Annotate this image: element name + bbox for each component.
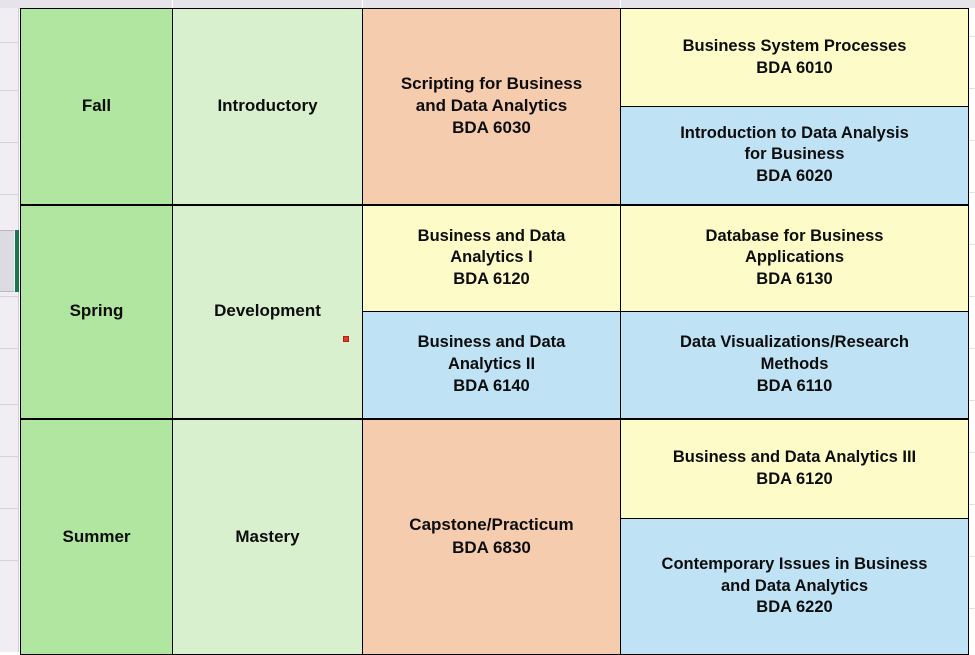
cell-course-fall-1[interactable]: Business System Processes BDA 6010 <box>620 8 969 107</box>
course-title-line: for Business <box>744 145 845 164</box>
table-row: Fall Introductory Scripting for Business… <box>20 8 969 205</box>
course-title-line: Business and Data Analytics III <box>672 447 917 466</box>
course-code: BDA 6020 <box>756 167 833 186</box>
right-gutter <box>968 8 975 652</box>
row-gridline <box>968 504 975 505</box>
row-selection-highlight[interactable] <box>0 230 14 292</box>
row-gridline <box>968 348 975 349</box>
row-gridline <box>0 142 19 143</box>
course-title-line: Analytics II <box>447 354 536 373</box>
course-code: BDA 6120 <box>756 469 833 488</box>
row-gridline <box>968 244 975 245</box>
table-row: Spring Development Business and Data Ana… <box>20 203 969 419</box>
table-row: Introduction to Data Analysis for Busine… <box>21 106 969 205</box>
course-plan-table: Fall Introductory Scripting for Business… <box>20 8 969 655</box>
row-gridline <box>968 192 975 193</box>
row-gridline <box>968 140 975 141</box>
table-row: Contemporary Issues in Business and Data… <box>21 518 969 655</box>
cell-season-spring[interactable]: Spring <box>20 203 173 419</box>
course-code: BDA 6830 <box>452 537 531 557</box>
cell-course-summer-2[interactable]: Contemporary Issues in Business and Data… <box>620 518 969 655</box>
course-title-line: and Data Analytics <box>415 96 568 116</box>
comment-marker-icon[interactable] <box>343 336 349 342</box>
column-divider-c[interactable] <box>620 0 621 8</box>
row-gridline <box>0 456 19 457</box>
row-gridline <box>968 400 975 401</box>
course-title-line: Contemporary Issues in Business <box>661 554 928 573</box>
cell-season-fall[interactable]: Fall <box>20 8 173 205</box>
row-gridline <box>968 36 975 37</box>
row-selection-marker[interactable] <box>15 230 19 292</box>
row-gridline <box>968 88 975 89</box>
cell-core-course-summer[interactable]: Capstone/Practicum BDA 6830 <box>362 417 621 655</box>
row-gridline <box>968 608 975 609</box>
season-label: Summer <box>62 526 131 546</box>
cell-core-course-fall[interactable]: Scripting for Business and Data Analytic… <box>362 8 621 205</box>
course-title-line: Business System Processes <box>682 36 907 55</box>
course-code: BDA 6110 <box>756 376 833 395</box>
row-gridline <box>0 296 19 297</box>
stage-label: Mastery <box>235 526 300 546</box>
course-title-line: and Data Analytics <box>720 576 869 595</box>
row-gridline <box>968 452 975 453</box>
cell-stage-summer[interactable]: Mastery <box>172 417 363 655</box>
course-title-line: Scripting for Business <box>400 73 583 93</box>
course-title-line: Data Visualizations/Research <box>680 333 909 352</box>
cell-season-summer[interactable]: Summer <box>20 417 173 655</box>
course-code: BDA 6220 <box>756 598 833 617</box>
row-gridline <box>0 560 19 561</box>
table-row: Summer Mastery Capstone/Practicum BDA 68… <box>20 417 969 655</box>
course-code: BDA 6130 <box>756 270 833 289</box>
course-code: BDA 6140 <box>453 376 530 395</box>
stage-label: Development <box>214 301 321 321</box>
course-code: BDA 6120 <box>453 270 530 289</box>
course-title-line: Methods <box>760 354 829 373</box>
cell-course-summer-1[interactable]: Business and Data Analytics III BDA 6120 <box>620 417 969 519</box>
row-gridline <box>968 296 975 297</box>
row-gridline <box>0 42 19 43</box>
column-divider-b[interactable] <box>362 0 363 8</box>
course-title-line: Analytics I <box>450 248 533 267</box>
season-label: Spring <box>69 301 124 321</box>
course-title-line: Introduction to Data Analysis <box>680 123 909 142</box>
row-header-gutter[interactable] <box>0 8 19 652</box>
row-gridline <box>0 508 19 509</box>
row-gridline <box>0 90 19 91</box>
course-title-line: Business and Data <box>417 226 566 245</box>
course-title-line: Business and Data <box>417 333 566 352</box>
cell-course-spring-left-1[interactable]: Business and Data Analytics I BDA 6120 <box>362 203 621 312</box>
cell-course-spring-right-2[interactable]: Data Visualizations/Research Methods BDA… <box>620 311 969 419</box>
row-gridline <box>0 404 19 405</box>
course-title-line: Database for Business <box>705 226 884 245</box>
course-code: BDA 6010 <box>756 58 833 77</box>
course-title-line: Capstone/Practicum <box>409 515 574 535</box>
course-code: BDA 6030 <box>452 118 531 138</box>
cell-course-spring-left-2[interactable]: Business and Data Analytics II BDA 6140 <box>362 311 621 419</box>
cell-stage-fall[interactable]: Introductory <box>172 8 363 205</box>
season-label: Fall <box>81 96 112 116</box>
cell-course-spring-right-1[interactable]: Database for Business Applications BDA 6… <box>620 203 969 312</box>
table-row: Business and Data Analytics II BDA 6140 … <box>21 311 969 419</box>
row-gridline <box>0 194 19 195</box>
cell-stage-spring[interactable]: Development <box>172 203 363 419</box>
column-divider-a[interactable] <box>172 0 173 8</box>
course-title-line: Applications <box>744 248 844 267</box>
row-gridline <box>968 556 975 557</box>
row-gridline <box>0 348 19 349</box>
cell-course-fall-2[interactable]: Introduction to Data Analysis for Busine… <box>620 106 969 205</box>
stage-label: Introductory <box>217 96 318 116</box>
